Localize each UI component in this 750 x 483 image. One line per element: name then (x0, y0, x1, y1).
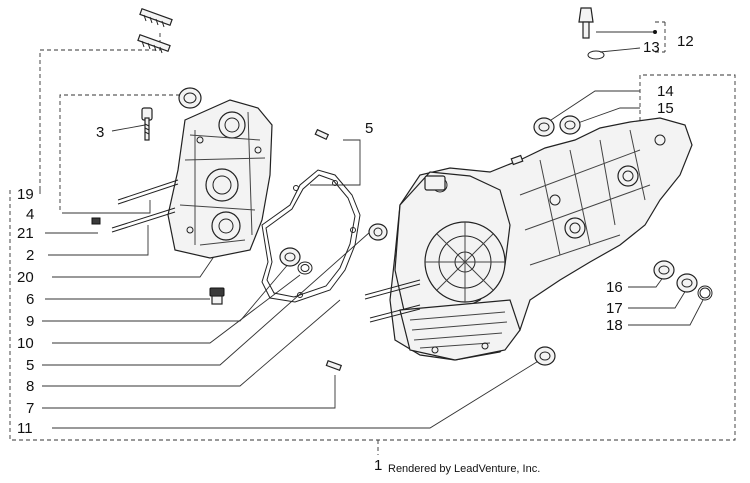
breather-valve (578, 7, 605, 60)
o-ring-10 (297, 261, 313, 275)
dowel-pin-7 (325, 359, 343, 371)
main-case-studs (364, 154, 524, 323)
callout-7: 7 (26, 400, 34, 417)
callout-labels: 1 2 3 4 5 5 6 7 8 9 10 11 12 13 14 15 16… (17, 33, 694, 474)
callout-1: 1 (374, 457, 382, 474)
callout-17: 17 (606, 300, 623, 317)
callout-20: 20 (17, 269, 34, 286)
callout-dot-12 (653, 30, 657, 34)
leader-lines (39, 31, 704, 429)
bolt-3 (141, 107, 153, 141)
left-crankcase-half (167, 99, 273, 259)
render-credit: Rendered by LeadVenture, Inc. (388, 463, 540, 475)
group-frame-12 (655, 21, 666, 53)
callout-11: 11 (17, 420, 33, 437)
callout-4: 4 (26, 206, 34, 223)
oil-seal-9 (279, 247, 301, 267)
stud-pair (137, 7, 173, 54)
callout-18: 18 (606, 317, 623, 334)
oil-seal-8 (368, 223, 388, 241)
callout-14: 14 (657, 83, 674, 100)
callout-5-upper: 5 (365, 120, 373, 137)
callout-19: 19 (17, 186, 34, 203)
callout-8: 8 (26, 378, 34, 395)
callout-16: 16 (606, 279, 623, 296)
drain-plug-6 (209, 287, 225, 305)
callout-6: 6 (26, 291, 34, 308)
bearing-15 (559, 115, 581, 135)
circlip-18 (697, 285, 713, 301)
callout-21: 21 (17, 225, 34, 242)
callout-10: 10 (17, 335, 34, 352)
bearing-17 (676, 273, 698, 293)
callout-15: 15 (657, 100, 674, 117)
callout-5-lower: 5 (26, 357, 34, 374)
callout-13: 13 (643, 39, 660, 56)
callout-12: 12 (677, 33, 694, 50)
bearing-14 (533, 117, 555, 137)
group-frame-main (9, 74, 736, 455)
oil-seal-11 (534, 346, 556, 366)
callout-3: 3 (96, 124, 104, 141)
group-frame-left (39, 30, 180, 210)
callout-2: 2 (26, 247, 34, 264)
main-crankcase (389, 117, 693, 361)
dowel-pin-5 (314, 128, 330, 141)
bearing-16 (653, 260, 675, 280)
long-studs (91, 179, 179, 233)
gasket (261, 169, 361, 303)
callout-9: 9 (26, 313, 34, 330)
oil-seal-4 (178, 87, 202, 109)
